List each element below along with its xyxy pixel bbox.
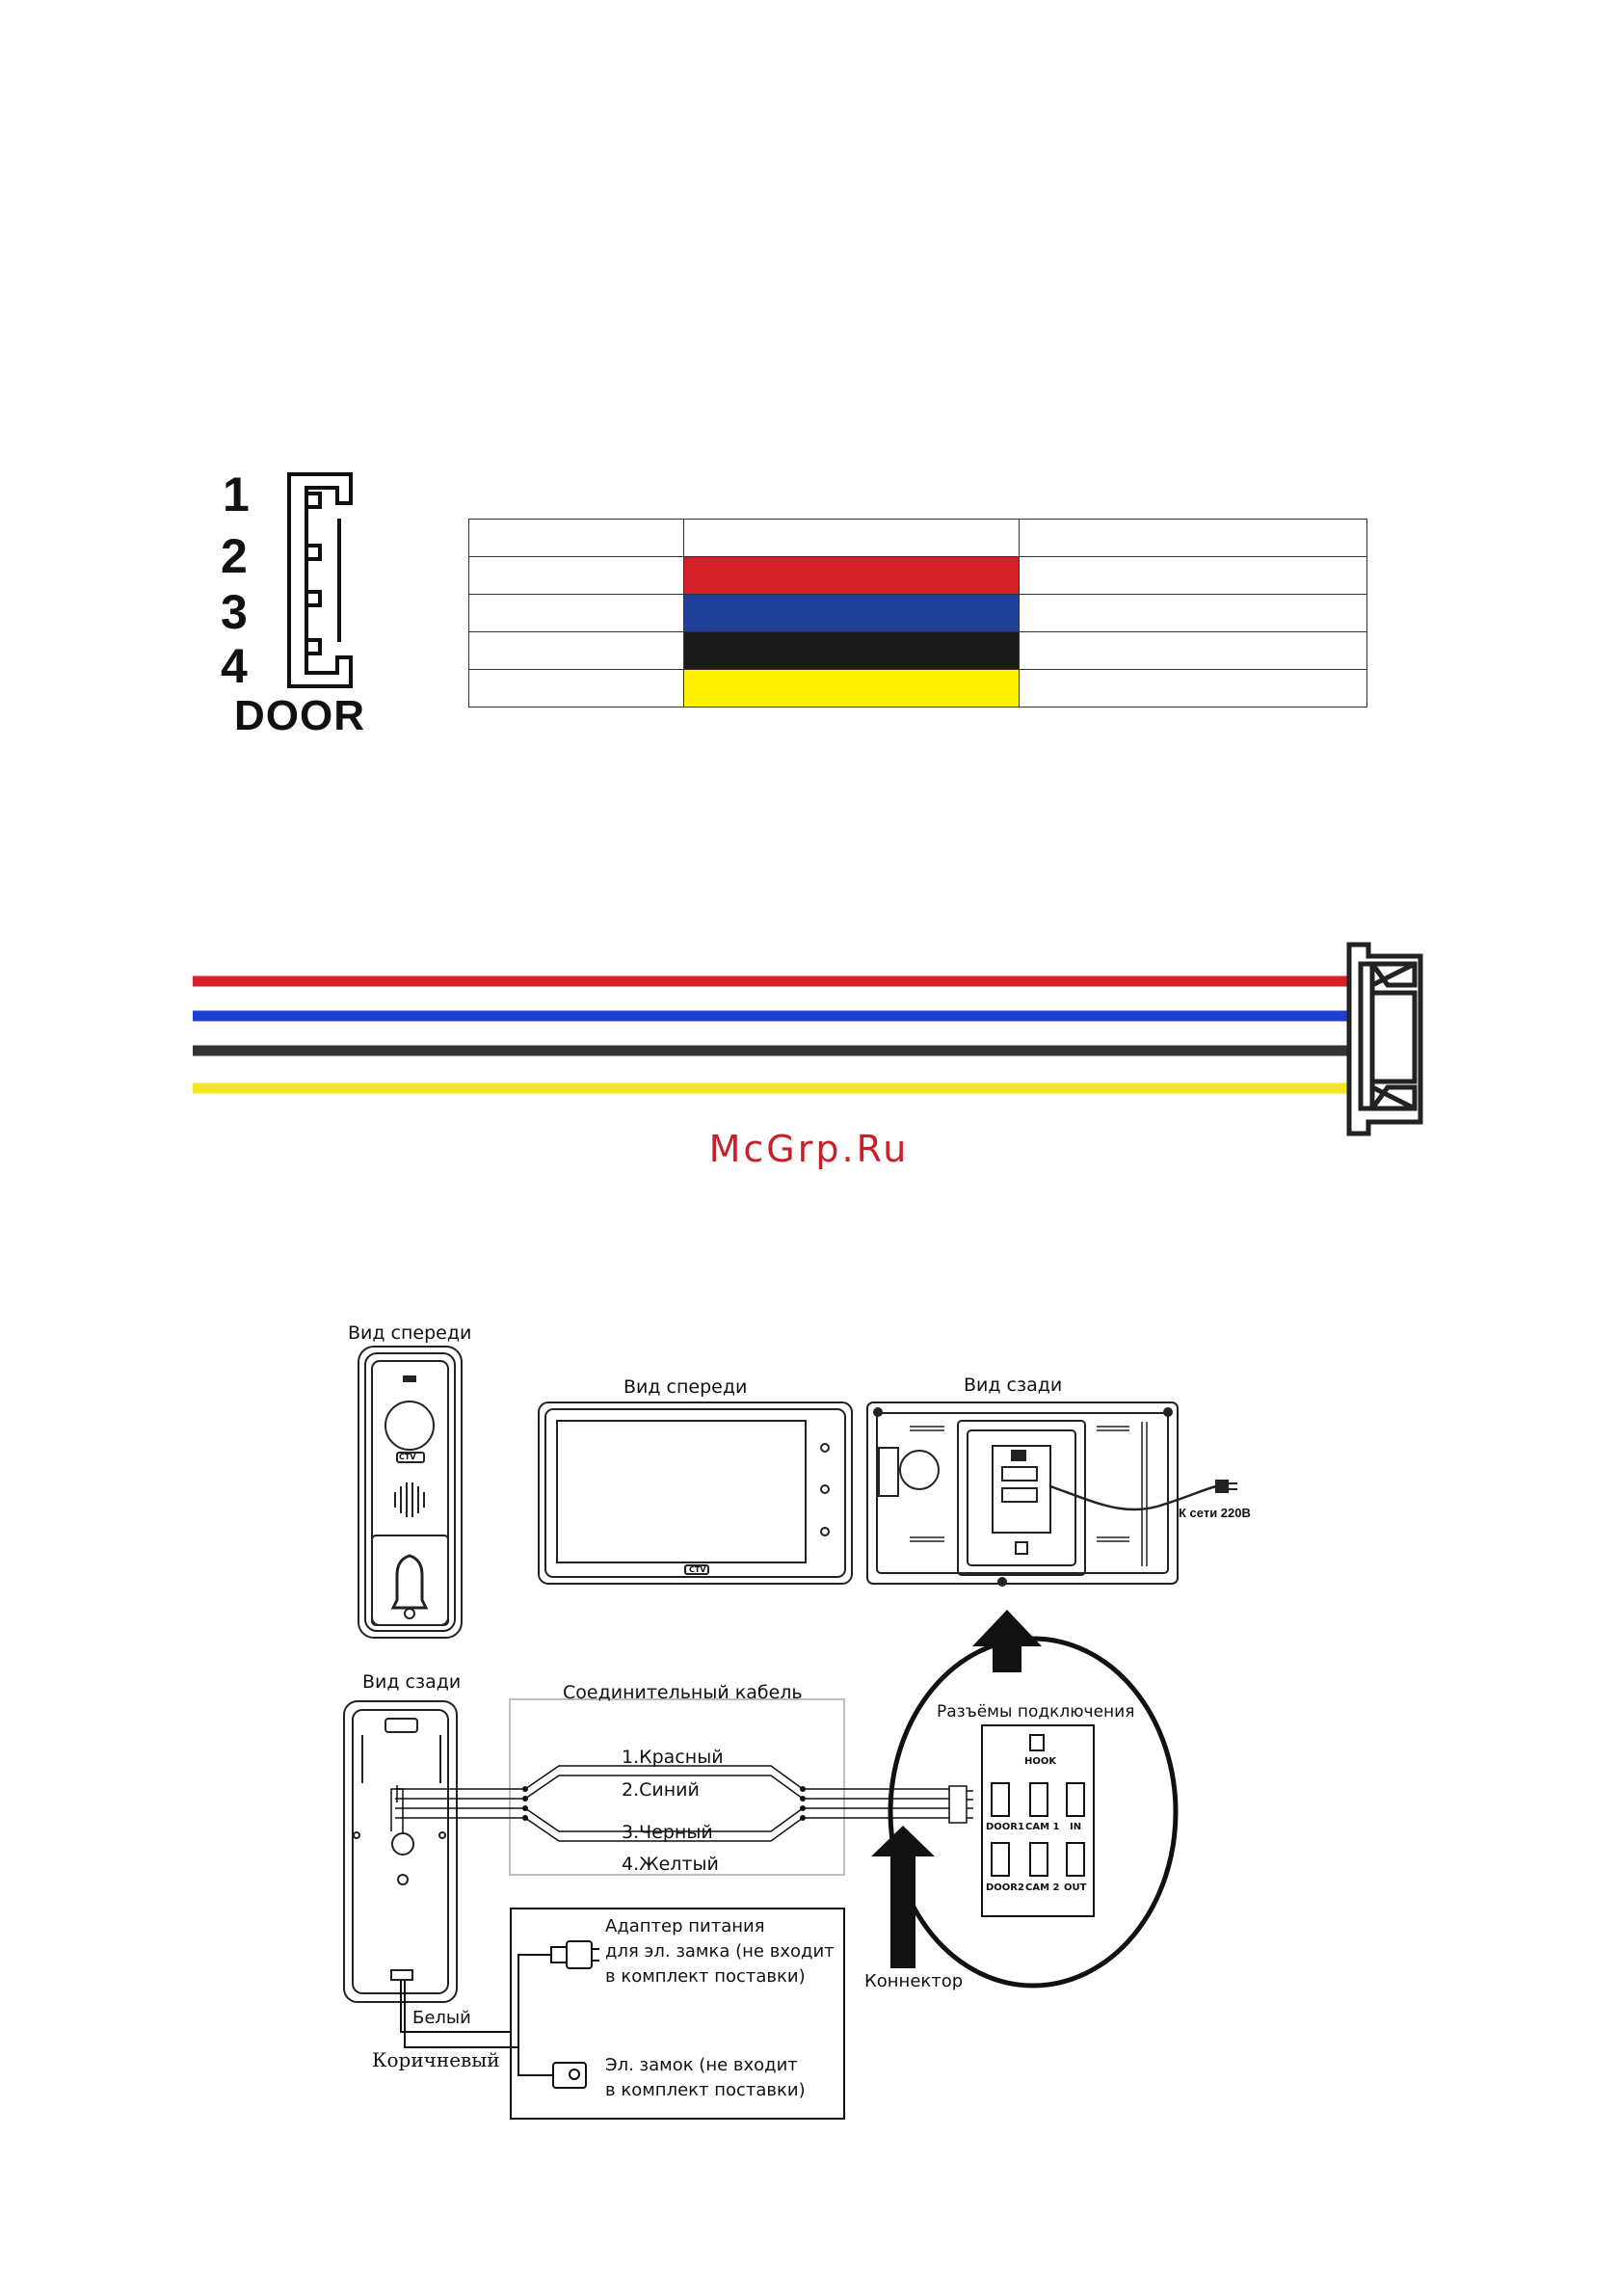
wire-label-black: 3.Черный [622,1822,713,1843]
door-panel-front [358,1346,463,1639]
brand-logo: CTV [399,1453,416,1461]
cable-title: Соединительный кабель [563,1682,803,1703]
pin-number-4: 4 [221,639,248,693]
port-cam1-label: CAM 1 [1025,1822,1060,1832]
monitor-front-title: Вид спереди [623,1376,748,1398]
color-swatch-4 [683,669,1020,707]
brand-logo: CTV [689,1565,706,1574]
white-wire-label: Белый [412,2008,471,2028]
pin-number-3: 3 [221,585,248,639]
arrow-up-icon [972,1610,1042,1672]
door-panel-back [343,1700,458,2003]
wire-label-yellow: 4.Желтый [622,1854,719,1875]
panel-back-title: Вид сзади [362,1671,462,1693]
monitor-back [866,1402,1237,1587]
wire-label-red: 1.Красный [622,1747,724,1768]
port-out-label: OUT [1064,1882,1087,1893]
table-row [468,631,1367,670]
connectors-circle [888,1636,1179,1989]
cable-plug [1346,942,1423,1136]
adapter-label-line-3: в комплект поставки) [605,1966,806,1987]
color-swatch-2 [683,594,1020,632]
brown-wire-label: Коричневый [372,2048,500,2071]
panel-front-title: Вид спереди [348,1322,472,1344]
connector-label: Коннектор [864,1971,964,1991]
adapter-label-line-1: Адаптер питания [605,1916,765,1936]
table-row [468,519,1367,557]
color-swatch-1 [683,556,1020,595]
wire-color-table [468,519,1367,707]
pin-number-2: 2 [221,529,248,583]
monitor-back-title: Вид сзади [964,1375,1063,1396]
mains-label: К сети 220В [1179,1506,1251,1520]
lock-label-line-2: в комплект поставки) [605,2080,806,2100]
door-label: DOOR [234,692,365,739]
color-swatch-3 [683,631,1020,670]
adapter-label-line-2: для эл. замка (не входит [605,1941,835,1962]
port-door2-label: DOOR2 [986,1882,1024,1893]
port-in-label: IN [1070,1822,1082,1832]
port-hook-label: HOOK [1024,1756,1057,1767]
watermark: McGrp.Ru [708,1128,910,1170]
table-row [468,594,1367,632]
table-row [468,669,1367,707]
wire-label-blue: 2.Синий [622,1779,700,1801]
arrow-up-icon [871,1826,935,1968]
pin-number-1: 1 [223,467,250,521]
monitor-front [538,1402,853,1585]
table-row [468,556,1367,595]
lock-label-line-1: Эл. замок (не входит [605,2055,798,2075]
port-cam2-label: CAM 2 [1025,1882,1060,1893]
cable-wires [193,975,1361,1094]
connectors-title: Разъёмы подключения [937,1702,1135,1722]
port-door1-label: DOOR1 [986,1822,1024,1832]
